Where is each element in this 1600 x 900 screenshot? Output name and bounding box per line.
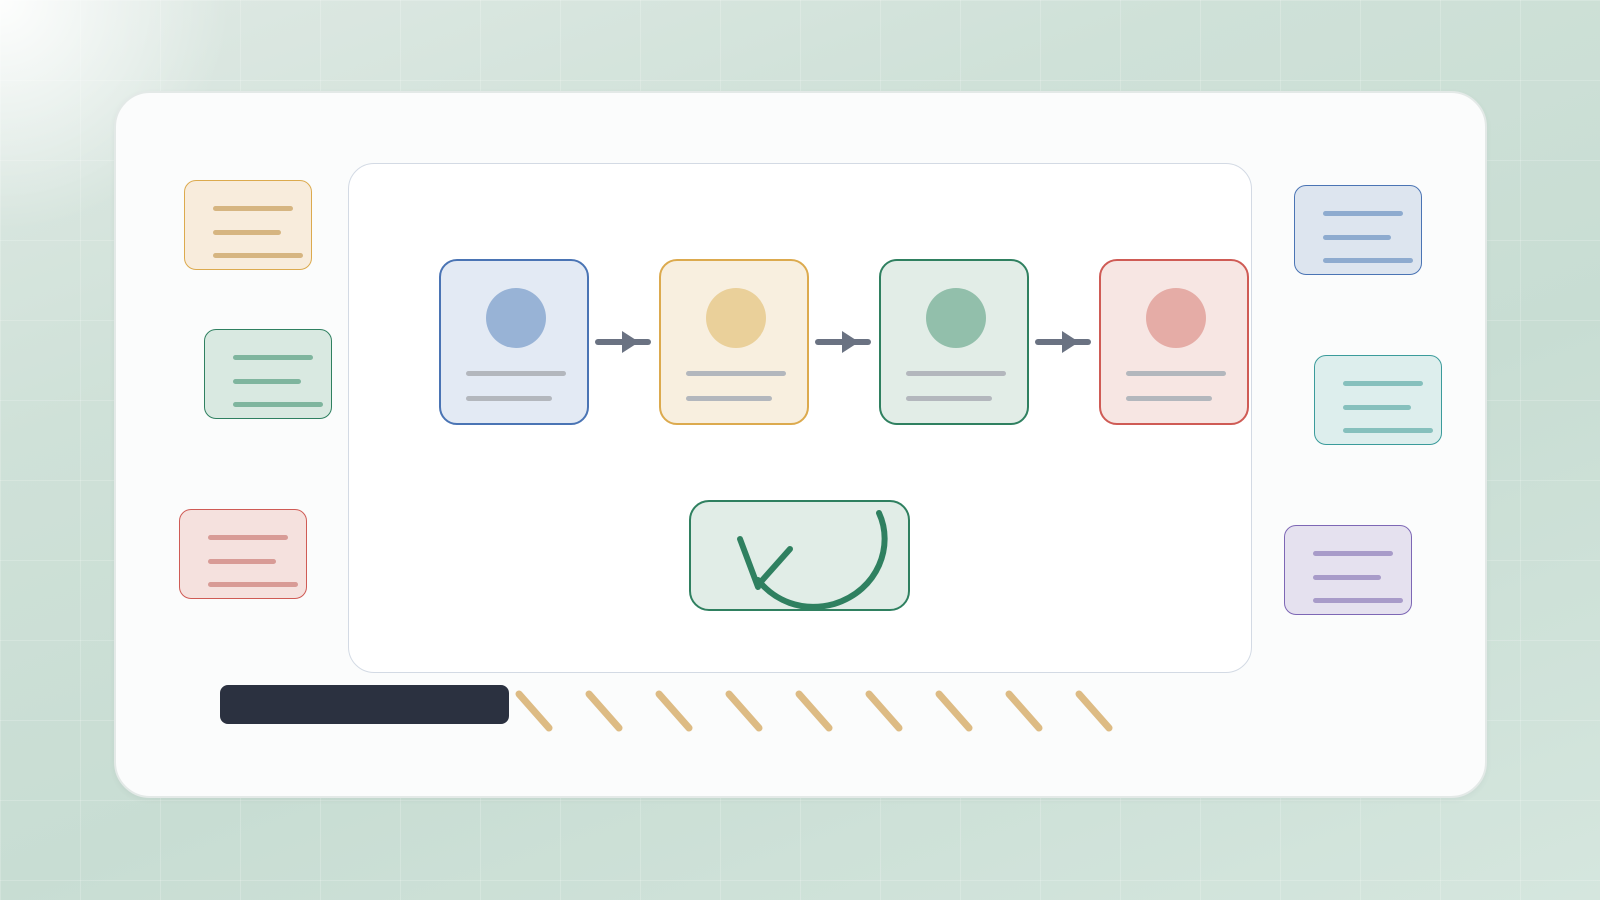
workflow-card-red[interactable] (1099, 259, 1249, 425)
note-line (1343, 428, 1433, 433)
note-line (1323, 258, 1413, 263)
workflow-card-yellow[interactable] (659, 259, 809, 425)
note-line (208, 559, 276, 564)
note-right-teal[interactable] (1314, 355, 1442, 445)
progress-bar-remaining (515, 690, 1113, 732)
arrow-right-icon (595, 331, 651, 353)
card-line (686, 396, 772, 401)
card-line (1126, 396, 1212, 401)
card-line (466, 371, 566, 376)
note-line (1343, 381, 1423, 386)
note-line (1323, 211, 1403, 216)
note-line (1313, 598, 1403, 603)
avatar (1146, 288, 1206, 348)
note-line (213, 206, 293, 211)
avatar (706, 288, 766, 348)
note-left-green[interactable] (204, 329, 332, 419)
workflow-card-green[interactable] (879, 259, 1029, 425)
note-line (208, 582, 298, 587)
progress-bar-fill (220, 685, 509, 724)
checkmark-refresh-icon (737, 510, 888, 610)
note-line (233, 355, 313, 360)
note-line (208, 535, 288, 540)
card-line (906, 396, 992, 401)
note-line (213, 230, 281, 235)
note-right-blue[interactable] (1294, 185, 1422, 275)
card-line (466, 396, 552, 401)
arrow-right-icon (815, 331, 871, 353)
note-line (1313, 551, 1393, 556)
note-line (233, 402, 323, 407)
arrow-right-icon (1035, 331, 1091, 353)
card-line (906, 371, 1006, 376)
note-line (1323, 235, 1391, 240)
note-line (1343, 405, 1411, 410)
card-line (1126, 371, 1226, 376)
avatar (926, 288, 986, 348)
note-line (213, 253, 303, 258)
confirm-button[interactable] (689, 500, 910, 611)
note-left-yellow[interactable] (184, 180, 312, 270)
workflow-card-blue[interactable] (439, 259, 589, 425)
note-right-purple[interactable] (1284, 525, 1412, 615)
note-left-red[interactable] (179, 509, 307, 599)
note-line (1313, 575, 1381, 580)
avatar (486, 288, 546, 348)
card-line (686, 371, 786, 376)
note-line (233, 379, 301, 384)
